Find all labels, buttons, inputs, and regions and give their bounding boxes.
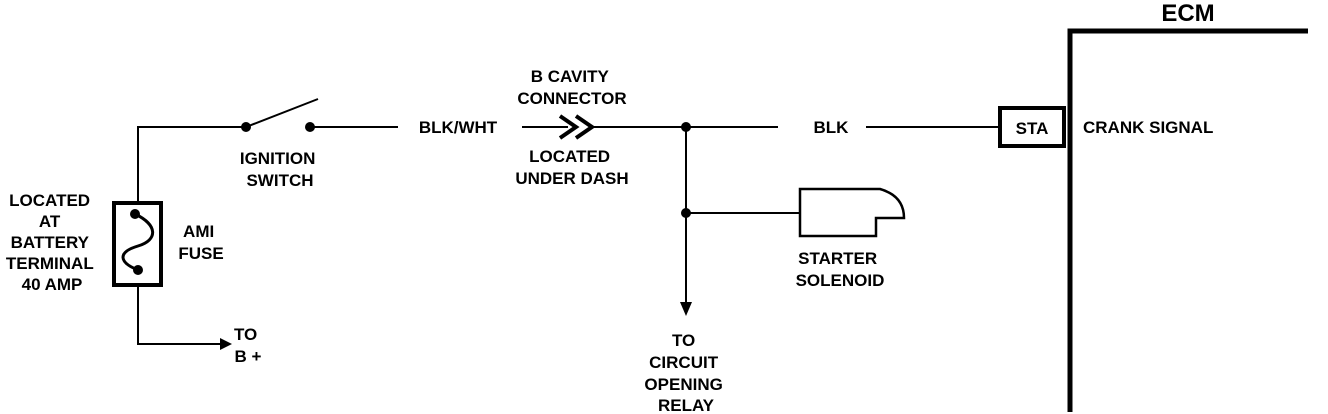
wire-fuse-to-switch (137, 126, 246, 203)
ecm-title: ECM (1161, 0, 1214, 27)
connector-name-label: B CAVITY CONNECTOR (517, 67, 626, 108)
fuse-element (121, 212, 155, 272)
wire-label-blk: BLK (814, 118, 850, 137)
bplus-label: TO B + (234, 325, 262, 366)
sta-pin-label: STA (1016, 119, 1049, 138)
ecm-boundary (1067, 28, 1308, 412)
wire-label-blk-wht: BLK/WHT (419, 118, 498, 137)
ignition-switch (241, 98, 319, 132)
connector-location-label: LOCATED UNDER DASH (515, 147, 628, 188)
switch-blade (245, 98, 319, 128)
starter-solenoid-label: STARTER SOLENOID (796, 249, 885, 290)
fuse-terminal-bottom (133, 265, 143, 275)
starter-solenoid-icon (798, 187, 906, 238)
fuse-terminal-top (130, 209, 140, 219)
arrow-to-relay-icon (680, 302, 692, 316)
fuse-location-label: LOCATED AT BATTERY TERMINAL 40 AMP (6, 191, 98, 294)
sta-pin-box (998, 106, 1066, 148)
arrow-to-bplus-icon (220, 338, 232, 350)
fuse-branch (112, 126, 246, 350)
relay-label: TO CIRCUIT OPENING RELAY (644, 331, 727, 414)
crank-signal-label: CRANK SIGNAL (1083, 118, 1213, 137)
ignition-switch-label: IGNITION SWITCH (240, 149, 320, 190)
wire-fuse-to-bplus (137, 285, 220, 345)
fuse-name-label: AMI FUSE (178, 222, 223, 263)
